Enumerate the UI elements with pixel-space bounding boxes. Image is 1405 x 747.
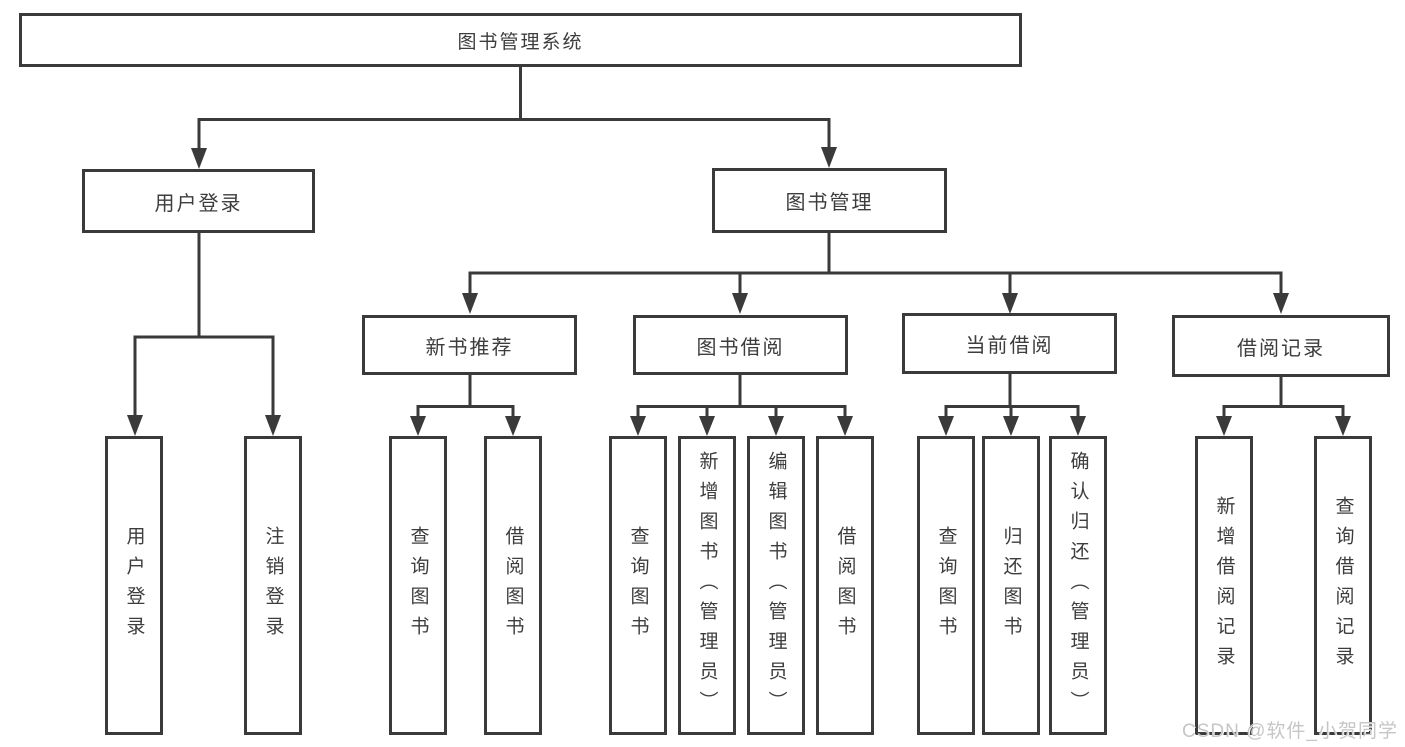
node-new-book-recommend: 新书推荐 bbox=[362, 315, 577, 375]
leaf-label: 编辑图书（管理员） bbox=[765, 450, 787, 721]
node-label: 当前借阅 bbox=[965, 335, 1054, 357]
leaf-label: 注销登录 bbox=[262, 525, 284, 646]
leaf-cb-query-books: 查询图书 bbox=[917, 436, 975, 735]
node-book-borrow: 图书借阅 bbox=[633, 315, 848, 375]
leaf-label: 归还图书 bbox=[1000, 525, 1022, 646]
node-label: 新书推荐 bbox=[425, 336, 514, 359]
leaf-bb-edit-books-admin: 编辑图书（管理员） bbox=[747, 436, 805, 735]
csdn-watermark: CSDN @软件_小贺同学 bbox=[1182, 721, 1398, 742]
node-current-borrow: 当前借阅 bbox=[902, 313, 1117, 374]
connector-book-management bbox=[462, 233, 1289, 314]
node-user-login: 用户登录 bbox=[82, 169, 315, 233]
leaf-bb-query-books: 查询图书 bbox=[609, 436, 667, 735]
leaf-logout-login: 注销登录 bbox=[244, 436, 302, 735]
leaf-label: 用户登录 bbox=[123, 525, 145, 646]
leaf-user-login: 用户登录 bbox=[105, 436, 163, 735]
node-label: 图书管理系统 bbox=[457, 31, 584, 53]
connector-current-borrow bbox=[938, 374, 1086, 436]
leaf-label: 借阅图书 bbox=[502, 525, 524, 646]
leaf-rec-borrow-books: 借阅图书 bbox=[484, 436, 542, 735]
connector-new-book-recommend bbox=[410, 375, 521, 436]
connector-book-borrow bbox=[630, 375, 853, 436]
leaf-label: 确认归还（管理员） bbox=[1067, 450, 1089, 721]
node-label: 图书管理 bbox=[785, 192, 874, 214]
leaf-label: 新增借阅记录 bbox=[1213, 495, 1235, 676]
leaf-label: 查询图书 bbox=[407, 525, 429, 646]
leaf-br-add-record: 新增借阅记录 bbox=[1195, 436, 1253, 735]
node-label: 借阅记录 bbox=[1237, 337, 1325, 360]
node-label: 用户登录 bbox=[154, 192, 243, 215]
node-root: 图书管理系统 bbox=[19, 13, 1022, 67]
node-label: 图书借阅 bbox=[696, 336, 785, 359]
leaf-bb-borrow-books: 借阅图书 bbox=[816, 436, 874, 735]
leaf-label: 借阅图书 bbox=[834, 525, 856, 646]
connector-root bbox=[191, 67, 837, 169]
leaf-bb-add-books-admin: 新增图书（管理员） bbox=[678, 436, 736, 735]
leaf-cb-return-books: 归还图书 bbox=[982, 436, 1040, 735]
leaf-br-query-record: 查询借阅记录 bbox=[1314, 436, 1372, 735]
node-borrow-records: 借阅记录 bbox=[1172, 315, 1390, 377]
connector-borrow-records bbox=[1216, 377, 1351, 436]
node-book-management: 图书管理 bbox=[712, 168, 947, 233]
leaf-label: 新增图书（管理员） bbox=[696, 450, 718, 721]
leaf-label: 查询图书 bbox=[627, 525, 649, 646]
leaf-cb-confirm-return-admin: 确认归还（管理员） bbox=[1049, 436, 1107, 735]
leaf-label: 查询借阅记录 bbox=[1332, 495, 1354, 676]
connector-user-login bbox=[127, 233, 281, 436]
leaf-rec-query-books: 查询图书 bbox=[389, 436, 447, 735]
leaf-label: 查询图书 bbox=[935, 525, 957, 646]
